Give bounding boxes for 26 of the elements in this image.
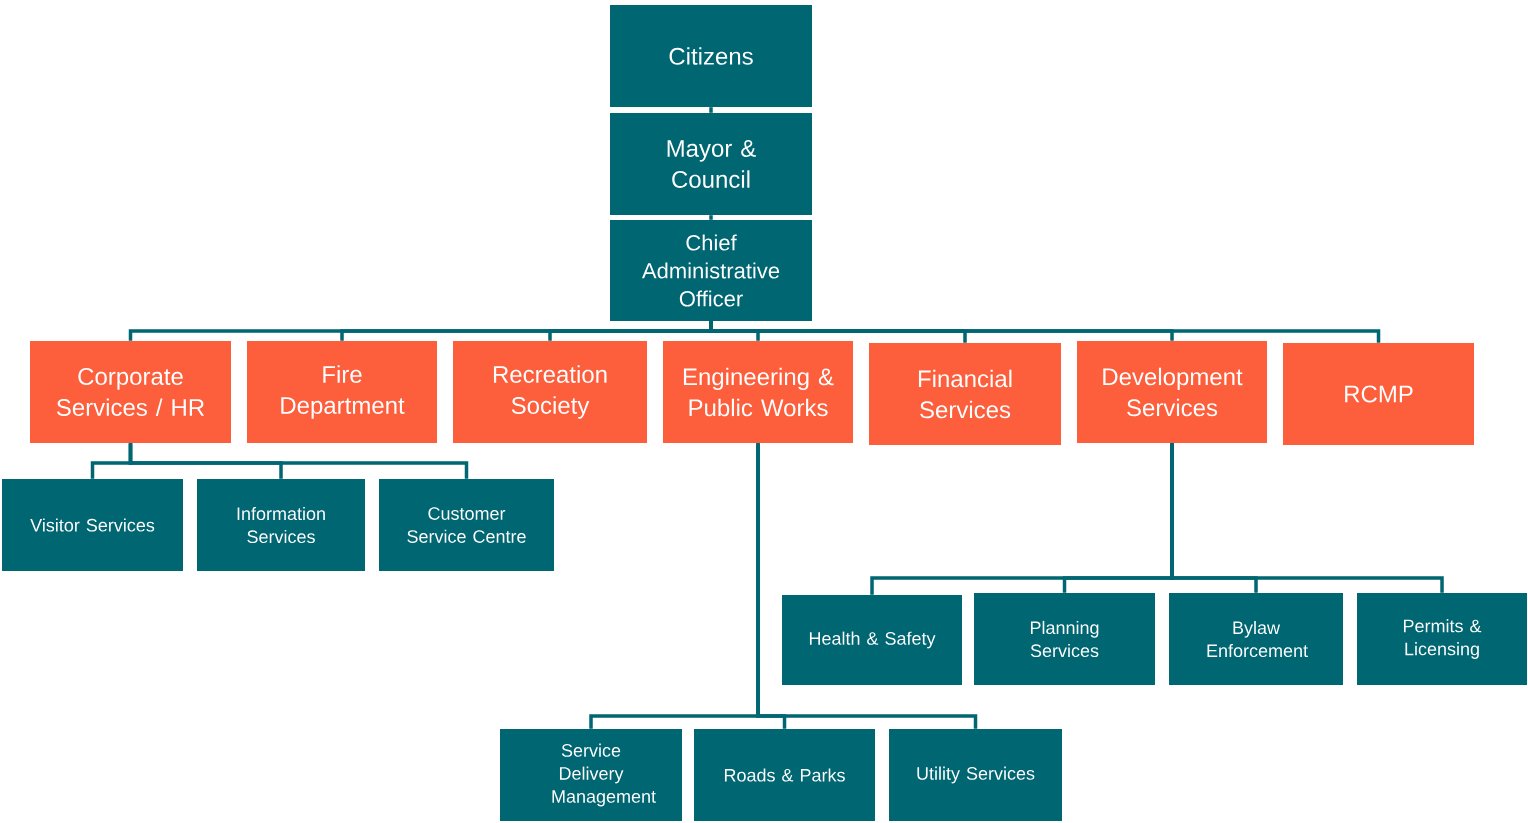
- org-box: Visitor Services: [2, 479, 183, 571]
- connector-line: [756, 443, 978, 729]
- org-box: Citizens: [610, 5, 812, 107]
- org-box: Information Services: [197, 479, 365, 571]
- org-box: Planning Services: [974, 593, 1155, 685]
- department-box: RCMP: [1283, 343, 1474, 445]
- department-box: Engineering & Public Works: [663, 341, 853, 443]
- org-box: Health & Safety: [782, 595, 962, 685]
- org-box: Chief Administrative Officer: [610, 220, 812, 321]
- org-box: Roads & Parks: [694, 729, 875, 821]
- org-box: Permits & Licensing: [1357, 593, 1527, 685]
- department-box: Fire Department: [247, 341, 437, 443]
- connector-line: [709, 321, 1381, 343]
- org-box: Bylaw Enforcement: [1169, 593, 1343, 685]
- department-box: Development Services: [1077, 341, 1267, 443]
- org-box: Customer Service Centre: [379, 479, 554, 571]
- department-box: Corporate Services / HR: [30, 341, 231, 443]
- org-box: Service Delivery Management: [500, 729, 682, 821]
- department-box: Recreation Society: [453, 341, 647, 443]
- connector-line: [709, 107, 713, 113]
- connector-line: [1170, 443, 1444, 593]
- org-box: Mayor & Council: [610, 113, 812, 215]
- department-box: Financial Services: [869, 343, 1061, 445]
- connector-line: [709, 215, 713, 220]
- org-box: Utility Services: [889, 729, 1062, 821]
- connector-line: [128, 443, 469, 479]
